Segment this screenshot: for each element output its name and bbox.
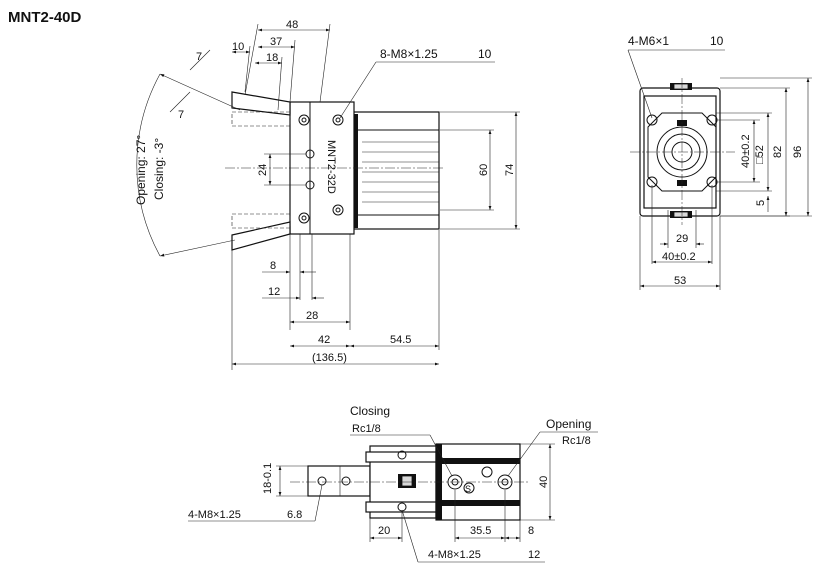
dim-40-horizontal: 40±0.2 xyxy=(662,251,696,263)
closing-port-size: Rc1/8 xyxy=(352,423,381,435)
dim-5: 5 xyxy=(755,200,767,206)
dim-8: 8 xyxy=(270,260,276,272)
dim-40-vertical: 40±0.2 xyxy=(740,134,752,168)
end-callout-depth: 10 xyxy=(710,34,724,48)
opening-port-size: Rc1/8 xyxy=(562,435,591,447)
dim-8-bottom: 8 xyxy=(528,525,534,537)
bottom-callout-thread: 4-M8×1.25 xyxy=(428,549,481,561)
dim-12: 12 xyxy=(268,286,280,298)
angle-dim-upper: 7 xyxy=(196,51,202,63)
bottom-view: S Closing Rc1/8 Opening Rc1/8 18-0.1 40 … xyxy=(188,404,598,563)
callout-thread: 8-M8×1.25 xyxy=(380,47,438,61)
port-s-mark xyxy=(463,482,475,494)
callout-depth: 10 xyxy=(478,47,492,61)
cylinder-body xyxy=(351,111,440,230)
bolt-holes xyxy=(298,114,344,224)
dim-37: 37 xyxy=(270,36,282,48)
dim-28: 28 xyxy=(306,310,318,322)
dim-52-square: □52 xyxy=(754,145,766,164)
dim-48: 48 xyxy=(286,19,298,31)
dim-136-5: (136.5) xyxy=(312,352,347,364)
angle-dim-lower: 7 xyxy=(178,109,184,121)
jaw-lower xyxy=(231,221,291,251)
bottom-callout-left: 4-M8×1.25 xyxy=(188,509,241,521)
end-callout-thread: 4-M6×1 xyxy=(628,34,669,48)
dim-82: 82 xyxy=(772,146,784,158)
port-s-label: S xyxy=(465,484,471,494)
dim-18: 18 xyxy=(266,52,278,64)
body-model-text: MNT2-32D xyxy=(325,140,337,194)
dim-24: 24 xyxy=(257,164,269,176)
dim-29: 29 xyxy=(676,233,688,245)
dim-6-8: 6.8 xyxy=(287,509,302,521)
opening-label: Opening xyxy=(546,417,591,431)
dim-35-5: 35.5 xyxy=(470,525,491,537)
opening-angle-label: Opening: 27° xyxy=(134,135,148,205)
drawing-title: MNT2-40D xyxy=(8,9,82,26)
dim-20: 20 xyxy=(378,525,390,537)
dim-40: 40 xyxy=(538,476,550,488)
dim-53: 53 xyxy=(674,275,686,287)
bottom-jaw xyxy=(307,465,371,497)
jaw-upper xyxy=(231,91,291,116)
dim-74: 74 xyxy=(504,164,516,176)
bottom-callout-depth: 12 xyxy=(528,549,540,561)
angle-arc xyxy=(136,73,161,257)
dim-18: 18-0.1 xyxy=(262,463,274,494)
dim-10: 10 xyxy=(232,41,244,53)
dim-96: 96 xyxy=(792,146,804,158)
dim-54-5: 54.5 xyxy=(390,334,411,346)
closing-angle-label: Closing: -3° xyxy=(152,138,166,200)
side-view: MNT2-32D Opening: 27° Closing: -3° 7 7 4… xyxy=(134,19,520,370)
closing-label: Closing xyxy=(350,404,390,418)
cylinder-fins xyxy=(362,141,439,203)
dim-42: 42 xyxy=(318,334,330,346)
end-view: 4-M6×1 10 40±0.2 □52 82 96 5 xyxy=(627,34,812,290)
dim-60: 60 xyxy=(478,164,490,176)
